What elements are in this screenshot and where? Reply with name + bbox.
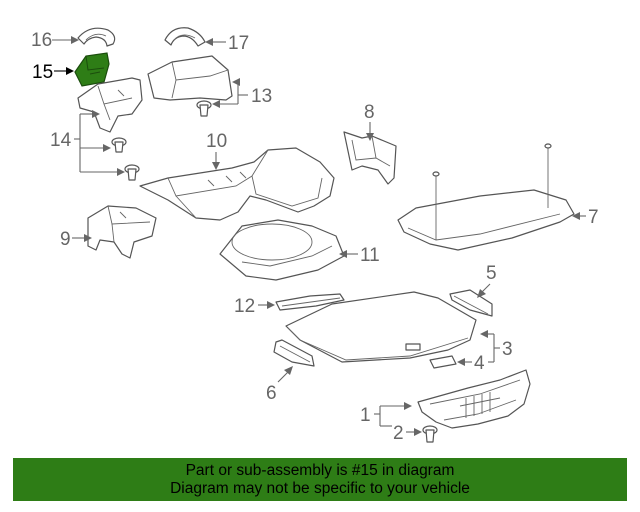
part-12-trim-strip[interactable]: [275, 293, 345, 311]
callout-17: 17: [205, 33, 249, 54]
callout-14: 14: [50, 110, 125, 176]
part-13-upper-trim[interactable]: [147, 55, 233, 101]
part-15-bracket[interactable]: [74, 52, 110, 87]
caption-line-2: Diagram may not be specific to your vehi…: [170, 479, 470, 497]
callout-7: 7: [572, 207, 599, 228]
callout-3-label: 3: [502, 339, 513, 360]
parts-diagram: 16 17 15 14: [31, 27, 599, 444]
callout-9: 9: [60, 229, 92, 250]
callout-10: 10: [206, 131, 227, 170]
callout-2: 2: [393, 423, 422, 444]
part-14-clip-lower[interactable]: [124, 164, 140, 181]
callout-8-label: 8: [364, 102, 375, 123]
callout-13-label: 13: [251, 86, 272, 107]
part-9-side-bracket[interactable]: [87, 205, 157, 259]
part-1-sill-plate[interactable]: [417, 369, 531, 429]
caption-line-1: Part or sub-assembly is #15 in diagram: [185, 461, 455, 479]
caption-banner: Part or sub-assembly is #15 in diagram D…: [13, 458, 627, 501]
part-4-block[interactable]: [429, 355, 457, 369]
part-6-side-cover[interactable]: [273, 339, 315, 367]
part-3-floor-board[interactable]: [285, 291, 477, 363]
callout-1-label: 1: [360, 405, 371, 426]
callout-16: 16: [31, 30, 79, 51]
callout-10-label: 10: [206, 131, 227, 152]
part-5-side-cover[interactable]: [449, 289, 493, 317]
callout-11: 11: [339, 245, 380, 266]
callout-5: 5: [477, 263, 497, 298]
part-13-clip[interactable]: [196, 100, 212, 117]
callout-17-label: 17: [228, 33, 249, 54]
callout-16-label: 16: [31, 30, 52, 51]
callout-3: 3: [480, 330, 513, 362]
callout-11-label: 11: [360, 245, 380, 266]
part-7-cargo-shelf[interactable]: [397, 143, 575, 251]
callout-4-label: 4: [474, 353, 485, 374]
callout-2-label: 2: [393, 423, 404, 444]
callout-8: 8: [364, 102, 375, 141]
callout-14-label: 14: [50, 130, 72, 151]
callout-15-label: 15: [32, 62, 53, 83]
part-8-bracket[interactable]: [343, 131, 397, 185]
callout-15: 15: [32, 62, 74, 83]
part-10-floor-trim[interactable]: [139, 147, 335, 221]
part-14-clip-upper[interactable]: [111, 137, 127, 153]
callout-7-label: 7: [588, 207, 599, 228]
callout-6-label: 6: [266, 383, 277, 404]
part-11-spare-tub[interactable]: [219, 219, 345, 281]
part-16-hook[interactable]: [77, 27, 116, 47]
callout-9-label: 9: [60, 229, 71, 250]
callout-4: 4: [457, 353, 494, 374]
part-17-hook[interactable]: [164, 27, 206, 47]
callout-5-label: 5: [486, 263, 497, 284]
part-2-clip[interactable]: [422, 425, 438, 443]
callout-13: 13: [212, 78, 272, 108]
callout-12: 12: [234, 296, 275, 317]
callout-1: 1: [360, 402, 412, 427]
part-14-side-trim[interactable]: [77, 77, 143, 133]
callout-12-label: 12: [234, 296, 255, 317]
callout-6: 6: [266, 366, 293, 404]
